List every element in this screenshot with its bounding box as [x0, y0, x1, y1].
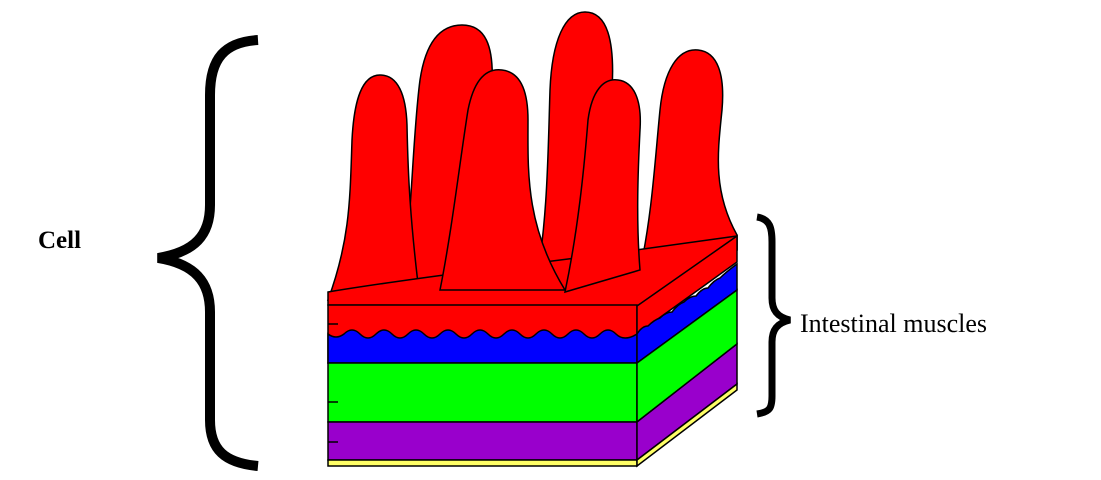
- cell-brace: [158, 40, 258, 466]
- layer-purple-front: [328, 422, 637, 460]
- cell-label: Cell: [38, 228, 81, 253]
- muscles-brace: [757, 217, 790, 414]
- intestinal-muscles-label: Intestinal muscles: [800, 311, 987, 337]
- layer-base-front: [328, 460, 637, 466]
- villus-left: [328, 75, 420, 300]
- villus-far-right: [640, 50, 737, 270]
- tissue-front-face: [328, 305, 637, 466]
- villi-front: [440, 70, 640, 292]
- layer-green-front: [328, 363, 637, 422]
